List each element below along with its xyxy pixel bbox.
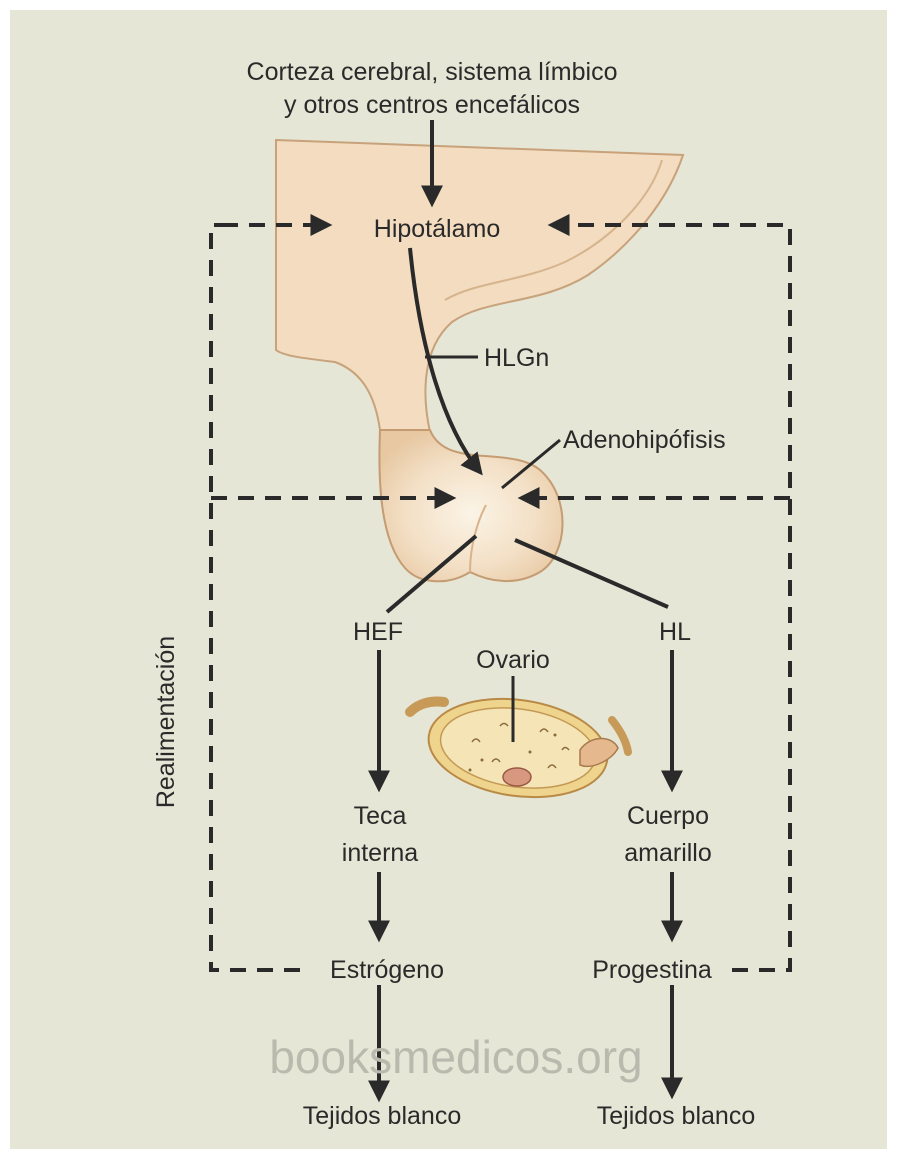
hypothalamus-tissue-shape [276, 140, 683, 432]
label-hlgn: HLGn [484, 344, 549, 372]
label-target-right: Tejidos blanco [597, 1102, 755, 1130]
label-hypothalamus: Hipotálamo [374, 215, 500, 243]
label-adenohypophysis: Adenohipófisis [563, 426, 726, 454]
label-source-line2: y otros centros encefálicos [284, 91, 580, 119]
ovary-illustration [410, 688, 628, 808]
label-estrogen: Estrógeno [330, 956, 444, 984]
label-target-left: Tejidos blanco [303, 1102, 461, 1130]
label-hl: HL [659, 618, 691, 646]
label-hef: HEF [353, 618, 403, 646]
label-theca-line2: interna [342, 839, 419, 867]
label-corpus-line1: Cuerpo [627, 802, 709, 830]
label-feedback: Realimentación [152, 636, 180, 808]
label-progestin: Progestina [592, 956, 712, 984]
label-corpus-line2: amarillo [624, 839, 712, 867]
label-source-line1: Corteza cerebral, sistema límbico [247, 58, 618, 86]
pituitary-gland-shape [379, 430, 562, 581]
label-theca-line1: Teca [354, 802, 407, 830]
label-ovary: Ovario [476, 646, 550, 674]
watermark-text: booksmedicos.org [269, 1031, 642, 1083]
